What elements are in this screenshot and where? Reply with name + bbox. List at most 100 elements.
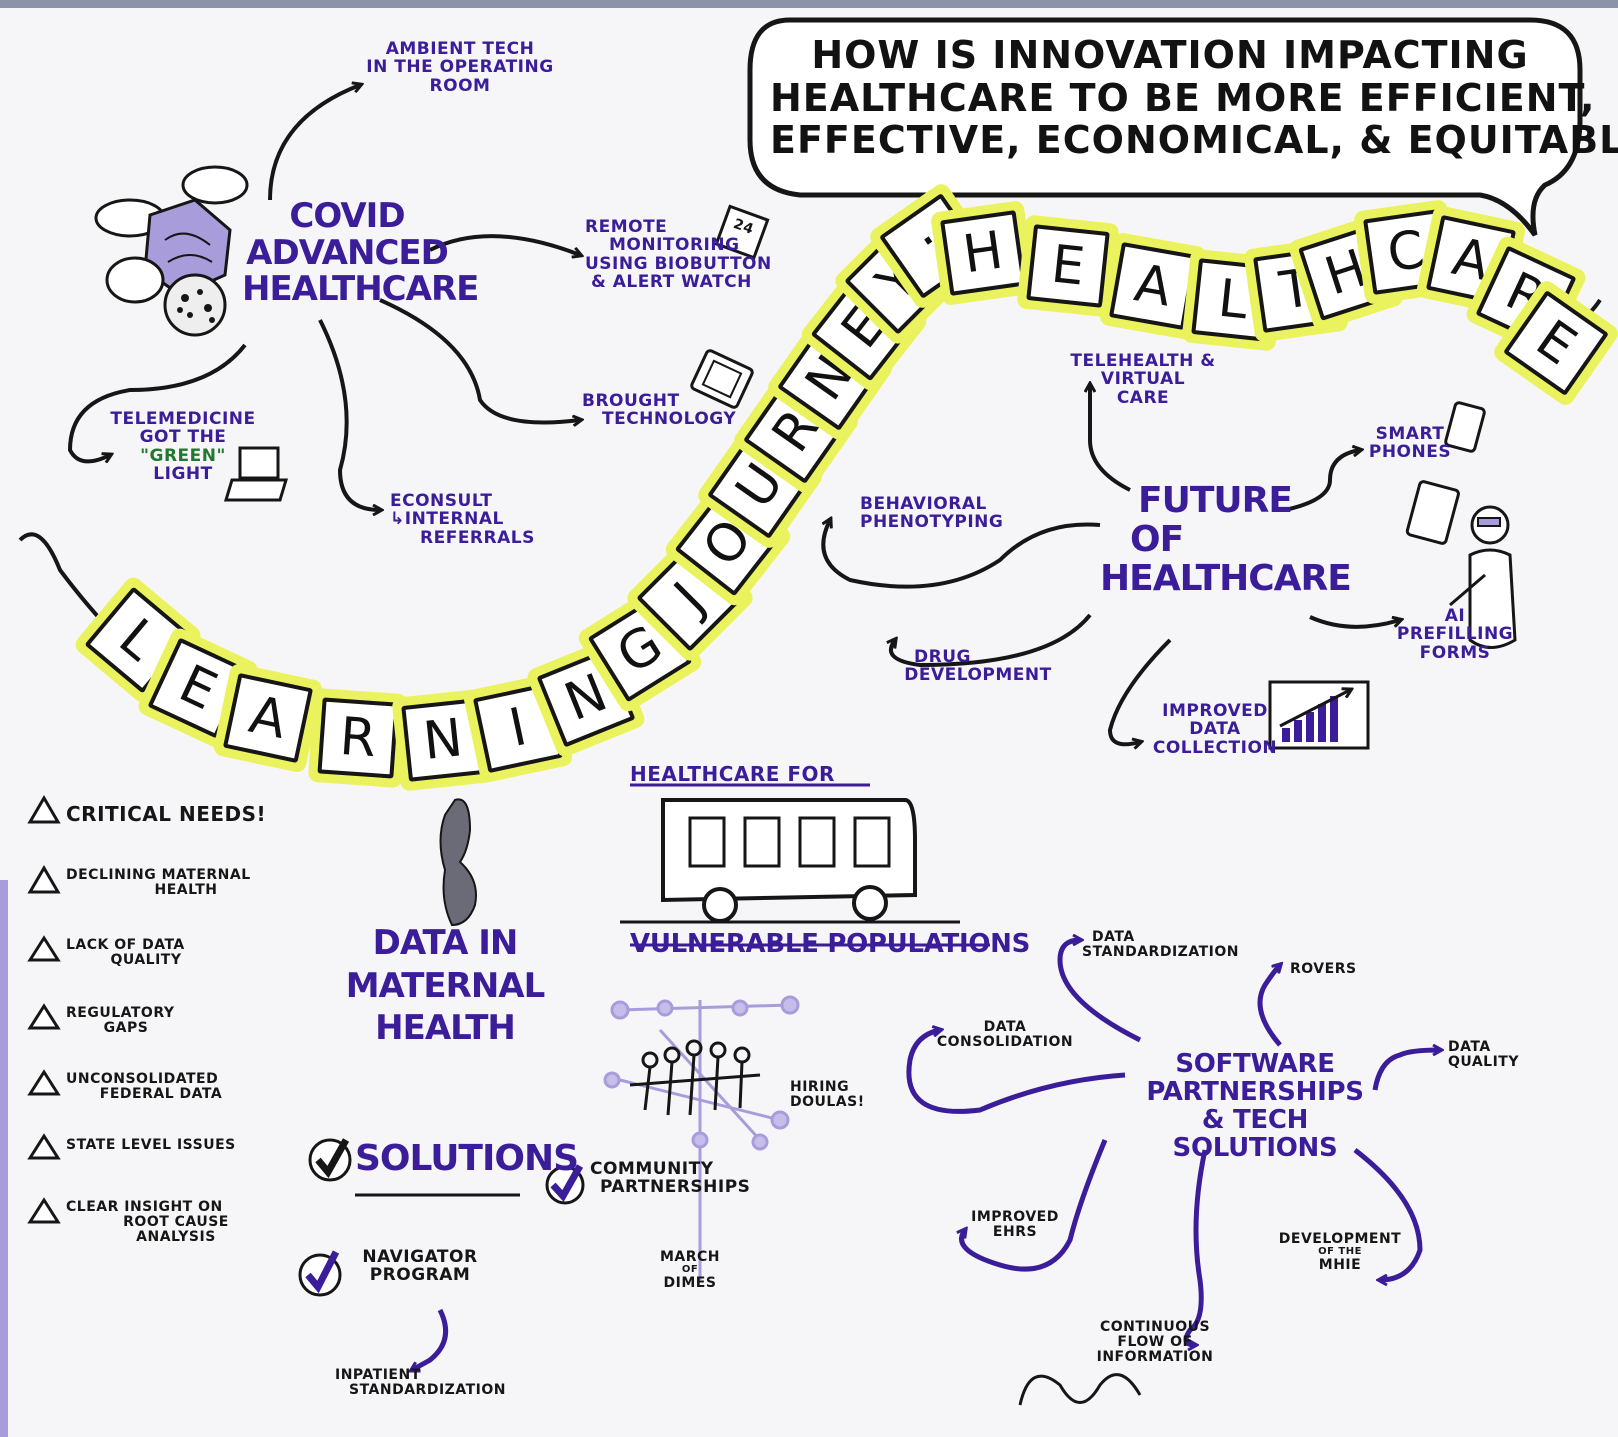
note-line: GAPS xyxy=(103,1020,149,1037)
note-line: STANDARDIZATION xyxy=(349,1382,506,1399)
note-line: BEHAVIORAL xyxy=(860,494,987,514)
note-line: ECONSULT xyxy=(390,491,493,511)
continuous-flow-note: CONTINUOUS FLOW OF INFORMATION xyxy=(1080,1319,1230,1365)
future-title-line: OF xyxy=(1130,518,1184,560)
note-line: GOT THE xyxy=(139,427,227,448)
covid-title-line: HEALTHCARE xyxy=(242,269,479,310)
note-line: SMART xyxy=(1375,424,1445,444)
note-line: DEVELOPMENT xyxy=(1278,1231,1402,1247)
arrow-to-drug xyxy=(891,613,1092,668)
ai-prefilling-note: AI PREFILLING FORMS xyxy=(1395,607,1515,662)
note-line: AMBIENT TECH xyxy=(385,39,535,59)
maternal-title-line: HEALTH xyxy=(375,1008,516,1048)
note-line: DRUG xyxy=(914,647,971,667)
note-line: UNCONSOLIDATED xyxy=(66,1071,219,1087)
note-line: IMPROVED xyxy=(971,1209,1059,1225)
note-line: QUALITY xyxy=(110,952,182,969)
note-line: CARE xyxy=(1116,387,1170,408)
people-figures xyxy=(629,1039,761,1116)
note-line: EHRS xyxy=(992,1224,1038,1241)
note-line: PARTNERSHIPS xyxy=(600,1177,751,1198)
note-line: DATA xyxy=(1092,929,1135,945)
critical-need-item: STATE LEVEL ISSUES xyxy=(66,1137,296,1153)
note-line: PROGRAM xyxy=(369,1265,471,1286)
arrow-to-econsult xyxy=(318,319,380,510)
note-line: ROOM xyxy=(429,75,491,96)
note-line: CONSOLIDATION xyxy=(936,1034,1074,1051)
maternal-title-line: DATA IN xyxy=(372,923,519,963)
telehealth-note: TELEHEALTH & VIRTUAL CARE xyxy=(1068,352,1218,407)
note-line: TELEMEDICINE xyxy=(110,409,256,429)
inpatient-standardization-note: INPATIENT STANDARDIZATION xyxy=(335,1367,535,1399)
bar-chart-icon xyxy=(1268,680,1370,750)
banner-tile: N xyxy=(401,698,485,782)
critical-needs-heading: CRITICAL NEEDS! xyxy=(66,802,267,826)
note-line: DECLINING MATERNAL xyxy=(66,867,251,883)
note-line: LIGHT xyxy=(153,464,213,485)
arrow-to-telemedicine xyxy=(67,343,247,461)
banner-tile: A xyxy=(1108,241,1198,331)
note-line: AI xyxy=(1444,606,1466,626)
calendar-icon xyxy=(714,204,770,260)
software-title-line: & TECH SOLUTIONS xyxy=(1172,1105,1338,1164)
mhie-note: DEVELOPMENT OF THE MHIE xyxy=(1270,1231,1410,1273)
arrow-to-remote xyxy=(429,234,580,255)
note-line: LACK OF DATA xyxy=(66,937,185,953)
improved-data-note: IMPROVED DATA COLLECTION xyxy=(1150,702,1280,757)
note-line: DATA xyxy=(983,1019,1027,1035)
behavioral-phenotyping-note: BEHAVIORAL PHENOTYPING xyxy=(860,495,1030,532)
banner-tile: A xyxy=(222,672,314,764)
remote-monitoring-note: REMOTE MONITORING USING BIOBUTTON & ALER… xyxy=(585,218,795,292)
note-line: OF THE xyxy=(1318,1246,1362,1258)
note-line: PHENOTYPING xyxy=(860,512,1004,533)
maternal-title: DATA IN MATERNAL HEALTH xyxy=(345,922,546,1050)
navigator-program-note: NAVIGATOR PROGRAM xyxy=(350,1248,490,1285)
future-title: FUTURE OF HEALTHCARE xyxy=(1100,481,1352,599)
note-line: VIRTUAL xyxy=(1100,369,1186,390)
robot-icon xyxy=(1449,505,1517,649)
left-edge-strip xyxy=(0,880,8,1437)
tablet-icon xyxy=(690,349,754,409)
note-line: STATE LEVEL ISSUES xyxy=(66,1137,236,1153)
critical-need-item: DECLINING MATERNAL HEALTH xyxy=(66,867,306,898)
community-network xyxy=(603,995,800,1280)
arrow-to-ambient xyxy=(268,85,360,201)
data-standardization-note: DATA STANDARDIZATION xyxy=(1082,929,1262,961)
note-line: DOULAS! xyxy=(790,1094,865,1111)
critical-need-item: UNCONSOLIDATED FEDERAL DATA xyxy=(66,1071,256,1102)
covid-title-line: ADVANCED xyxy=(246,232,449,273)
note-line: CONTINUOUS xyxy=(1099,1319,1211,1335)
note-line: HIRING xyxy=(790,1079,850,1095)
note-line: USING BIOBUTTON xyxy=(585,253,772,274)
improved-ehrs-note: IMPROVED EHRS xyxy=(960,1209,1070,1241)
question-line: HEALTHCARE TO BE MORE EFFICIENT, xyxy=(770,75,1596,120)
critical-need-item: REGULATORY GAPS xyxy=(66,1005,186,1037)
note-line: FLOW OF xyxy=(1117,1334,1193,1351)
note-line: QUALITY xyxy=(1448,1054,1519,1071)
arrow-to-behavioral xyxy=(821,520,1101,589)
question-line: HOW IS INNOVATION IMPACTING xyxy=(811,33,1529,77)
note-line: IN THE OPERATING xyxy=(366,57,554,78)
arrow-to-ehrs xyxy=(962,1139,1108,1272)
note-line: MHIE xyxy=(1318,1256,1362,1273)
note-line: DATA xyxy=(1448,1039,1491,1055)
smart-phones-note: SMART PHONES xyxy=(1355,425,1465,462)
note-line: FORMS xyxy=(1419,642,1491,663)
note-line: "GREEN" xyxy=(140,445,226,466)
data-consolidation-note: DATA CONSOLIDATION xyxy=(935,1019,1075,1051)
warning-icons xyxy=(27,795,61,1224)
bottom-doodle xyxy=(1018,1373,1142,1406)
arrow-to-quality xyxy=(1372,1050,1440,1091)
bus-subheading: VULNERABLE POPULATIONS xyxy=(630,929,1031,959)
note-line: ↳INTERNAL xyxy=(390,509,504,530)
note-line: REGULATORY xyxy=(66,1005,175,1021)
arrow-to-smartphones xyxy=(1284,450,1360,512)
note-line: INPATIENT xyxy=(335,1367,421,1383)
note-line: TECHNOLOGY xyxy=(602,409,737,430)
brought-technology-note: BROUGHT TECHNOLOGY xyxy=(582,392,737,430)
laptop-icon xyxy=(223,446,289,502)
telemedicine-note: TELEMEDICINE GOT THE "GREEN" LIGHT xyxy=(108,409,258,485)
community-partnerships-note: COMMUNITY PARTNERSHIPS xyxy=(590,1160,780,1197)
note-line: STANDARDIZATION xyxy=(1082,944,1239,961)
note-line: DEVELOPMENT xyxy=(904,665,1052,686)
